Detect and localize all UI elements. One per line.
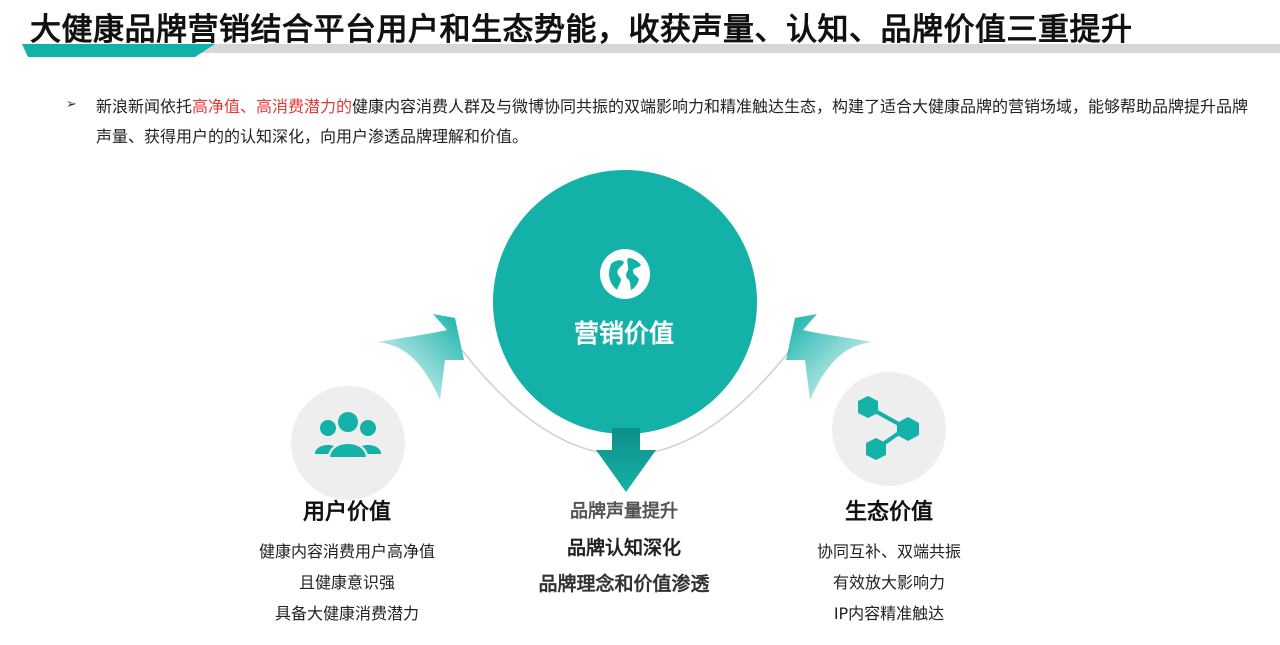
- center-circle: [493, 170, 757, 434]
- user-value-lines: 健康内容消费用户高净值 且健康意识强 具备大健康消费潜力: [217, 536, 477, 629]
- marketing-value-line: 品牌声量提升: [570, 501, 678, 522]
- left-arrow: [378, 314, 464, 400]
- user-value-line: 且健康意识强: [298, 573, 395, 592]
- eco-value-line: 协同互补、双端共振: [816, 542, 961, 561]
- globe-icon: [600, 249, 650, 299]
- eco-value-line: 有效放大影响力: [832, 573, 945, 592]
- user-value-circle: [291, 386, 405, 500]
- network-nodes-icon: [858, 396, 919, 460]
- right-arrow: [786, 314, 872, 400]
- eco-value-line: IP内容精准触达: [833, 604, 945, 623]
- marketing-value-lines: 品牌声量提升 品牌认知深化 品牌理念和价值渗透: [484, 494, 764, 602]
- intro-text-start: 新浪新闻依托: [96, 97, 193, 116]
- eco-value-lines: 协同互补、双端共振 有效放大影响力 IP内容精准触达: [759, 536, 1019, 629]
- intro-paragraph: 新浪新闻依托高净值、高消费潜力的健康内容消费人群及与微博协同共振的双端影响力和精…: [96, 92, 1256, 152]
- user-value-title: 用户价值: [302, 500, 391, 525]
- down-arrow: [596, 428, 656, 492]
- eco-value-title: 生态价值: [844, 500, 933, 525]
- center-label: 营销价值: [573, 319, 674, 348]
- intro-highlight: 高净值、高消费潜力的: [192, 97, 353, 116]
- marketing-value-line: 品牌理念和价值渗透: [538, 573, 710, 595]
- user-value-line: 健康内容消费用户高净值: [258, 542, 435, 561]
- title-underline: [22, 44, 1280, 57]
- intro-text-end: 健康内容消费人群及与微博协同共振的双端影响力和精准触达生态，构建了适合大健康品牌…: [96, 97, 1249, 146]
- users-icon: [315, 410, 381, 459]
- eco-value-circle: [832, 372, 946, 486]
- bullet-arrow-icon: ➢: [66, 97, 77, 112]
- user-value-line: 具备大健康消费潜力: [274, 604, 419, 623]
- page-title: 大健康品牌营销结合平台用户和生态势能，收获声量、认知、品牌价值三重提升: [30, 12, 1133, 48]
- marketing-value-line: 品牌认知深化: [566, 537, 681, 559]
